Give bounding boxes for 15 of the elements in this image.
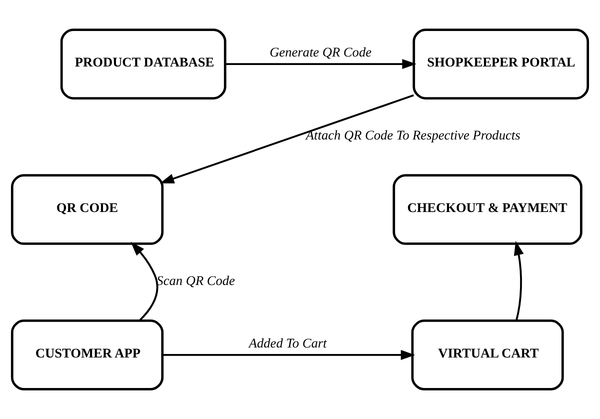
node-box: SHOPKEEPER PORTAL <box>412 28 590 100</box>
edge-label: Added To Cart <box>248 336 327 351</box>
edge-label: Scan QR Code <box>156 272 235 288</box>
node-box: CUSTOMER APP <box>10 320 164 390</box>
arrow <box>514 240 524 321</box>
node-box: PRODUCT DATABASE <box>60 28 226 100</box>
arrow <box>130 242 158 322</box>
node-box: QR CODE <box>10 174 164 245</box>
arrow <box>225 59 416 70</box>
arrow <box>160 94 414 184</box>
node-box: CHECKOUT & PAYMENT <box>392 174 582 245</box>
node-box: VIRTUAL CART <box>411 320 564 390</box>
edge-label: Generate QR Code <box>270 44 372 60</box>
arrow <box>162 350 416 360</box>
edge-label: Attach QR Code To Respective Products <box>306 127 520 142</box>
